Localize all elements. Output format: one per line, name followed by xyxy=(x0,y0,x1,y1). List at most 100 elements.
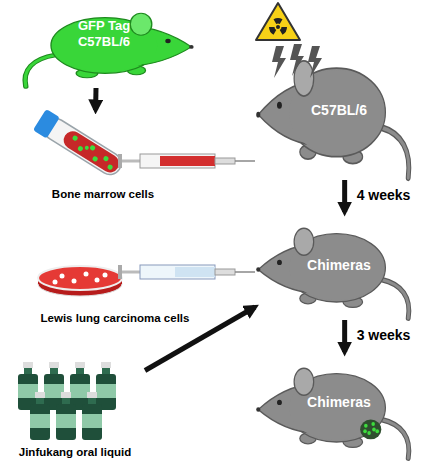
medicine-bottles-part xyxy=(96,362,116,410)
medicine-bottles-part xyxy=(30,392,50,440)
medicine-bottles-part-part xyxy=(50,368,58,374)
syringe-part xyxy=(140,154,215,168)
mouse-label: C57BL/6 xyxy=(303,102,375,119)
tumor-part xyxy=(363,429,367,433)
tumor-part xyxy=(371,422,375,426)
test-tube-part xyxy=(103,155,110,162)
medicine-bottles-part-part xyxy=(62,398,70,404)
tumor-part xyxy=(364,424,368,428)
culture-dish-part xyxy=(60,274,65,279)
duration-label: 4 weeks xyxy=(357,187,411,203)
culture-dish-part xyxy=(38,266,122,290)
needle-connector xyxy=(235,271,255,273)
syringe xyxy=(118,154,235,168)
mouse-outline-part xyxy=(277,400,282,405)
test-tube-part xyxy=(60,128,122,176)
donor-mouse: GFP Tag C57BL/6 xyxy=(15,0,195,88)
tumor-part xyxy=(372,427,376,431)
mouse-outline-part xyxy=(294,368,314,395)
mouse-label: Chimeras xyxy=(297,257,381,274)
culture-dish-part xyxy=(84,272,89,277)
test-tube-part xyxy=(107,164,114,171)
mouse-outline-part xyxy=(256,267,260,272)
mouse-outline-part xyxy=(381,128,409,178)
syringe-part xyxy=(118,265,122,279)
mouse-outline-part xyxy=(256,112,260,118)
chimera-mouse: Chimeras xyxy=(255,352,418,460)
arrow-connector xyxy=(342,180,347,212)
culture-dish-part xyxy=(72,279,77,284)
culture-dish-part xyxy=(53,280,58,285)
test-tube-part xyxy=(33,109,60,139)
syringe-part xyxy=(215,158,235,164)
item-caption: Lewis lung carcinoma cells xyxy=(15,312,215,326)
medicine-bottles-part-part xyxy=(24,368,32,374)
mouse-outline-part xyxy=(130,13,152,35)
medicine-bottles-part-part xyxy=(88,398,96,404)
medicine-bottles-part-part xyxy=(82,414,102,428)
arrow-connector xyxy=(342,320,347,352)
radiation-symbol-part xyxy=(256,3,300,40)
medicine-bottles-part-part xyxy=(96,384,116,398)
mouse-outline-part xyxy=(381,420,409,459)
radiation-symbol-part xyxy=(276,25,280,29)
medicine-bottles-part-part xyxy=(87,392,97,398)
syringe-part xyxy=(160,156,215,166)
test-tube-part xyxy=(89,144,96,151)
mouse-outline-part xyxy=(165,39,170,43)
mouse-outline xyxy=(25,13,194,86)
syringe-part xyxy=(122,271,140,274)
mouse-label: Chimeras xyxy=(297,394,381,411)
item-caption: Bone marrow cells xyxy=(38,188,168,202)
medicine-bottles-part-part xyxy=(23,362,33,368)
mouse-outline-part xyxy=(189,45,194,49)
medicine: Jinfukang oral liquid xyxy=(5,358,145,462)
syringe-part xyxy=(175,267,215,277)
tumor-part xyxy=(367,431,371,435)
medicine-bottles-part-part xyxy=(102,368,110,374)
mouse-outline-part xyxy=(294,61,314,96)
mouse-outline-part xyxy=(25,55,55,87)
radiation-symbol xyxy=(256,3,300,40)
mouse-outline-part xyxy=(25,55,55,87)
duration-label: 3 weeks xyxy=(357,327,411,343)
medicine-bottles-part xyxy=(56,392,76,440)
mouse-outline-part xyxy=(277,102,282,109)
mouse-outline-part xyxy=(381,420,409,459)
culture-dish-part xyxy=(95,278,100,283)
medicine-bottles-part-part xyxy=(76,368,84,374)
needle-connector xyxy=(235,160,255,162)
arrow-connector xyxy=(93,88,98,110)
medicine-bottles-part-part xyxy=(36,398,44,404)
medicine-bottles-part xyxy=(18,362,38,410)
mouse-outline xyxy=(256,61,409,178)
mouse-outline xyxy=(256,368,409,458)
medicine-bottles-part-part xyxy=(75,362,85,368)
chimera-mouse: Chimeras xyxy=(255,212,418,320)
medicine-bottles-part-part xyxy=(61,392,71,398)
lightning-bolts-part xyxy=(272,46,286,78)
syringe-part xyxy=(118,154,122,168)
medicine-bottles-part-part xyxy=(101,362,111,368)
mouse-label: GFP Tag C57BL/6 xyxy=(71,18,137,49)
mouse-outline-part xyxy=(256,407,260,412)
mouse-outline-part xyxy=(381,280,409,319)
mouse-outline-part xyxy=(381,128,409,178)
culture-dish-part xyxy=(103,273,108,278)
mouse-outline xyxy=(256,228,409,318)
medicine-bottles-part-part xyxy=(35,392,45,398)
mouse-outline-part xyxy=(294,228,314,255)
tumor xyxy=(360,420,381,440)
test-tube-part xyxy=(77,145,84,152)
test-tube-part xyxy=(84,145,90,151)
medicine-bottles-part xyxy=(70,362,90,410)
medicine-bottles-part-part xyxy=(30,404,50,440)
test-tube xyxy=(33,109,126,180)
item-caption: Jinfukang oral liquid xyxy=(5,446,145,460)
medicine-bottles xyxy=(18,362,116,440)
radiation-symbol-part xyxy=(269,27,276,35)
medicine-bottles-part xyxy=(44,362,64,410)
medicine-bottles-part-part xyxy=(56,414,76,428)
cell-sample: Bone marrow cells xyxy=(30,110,235,202)
